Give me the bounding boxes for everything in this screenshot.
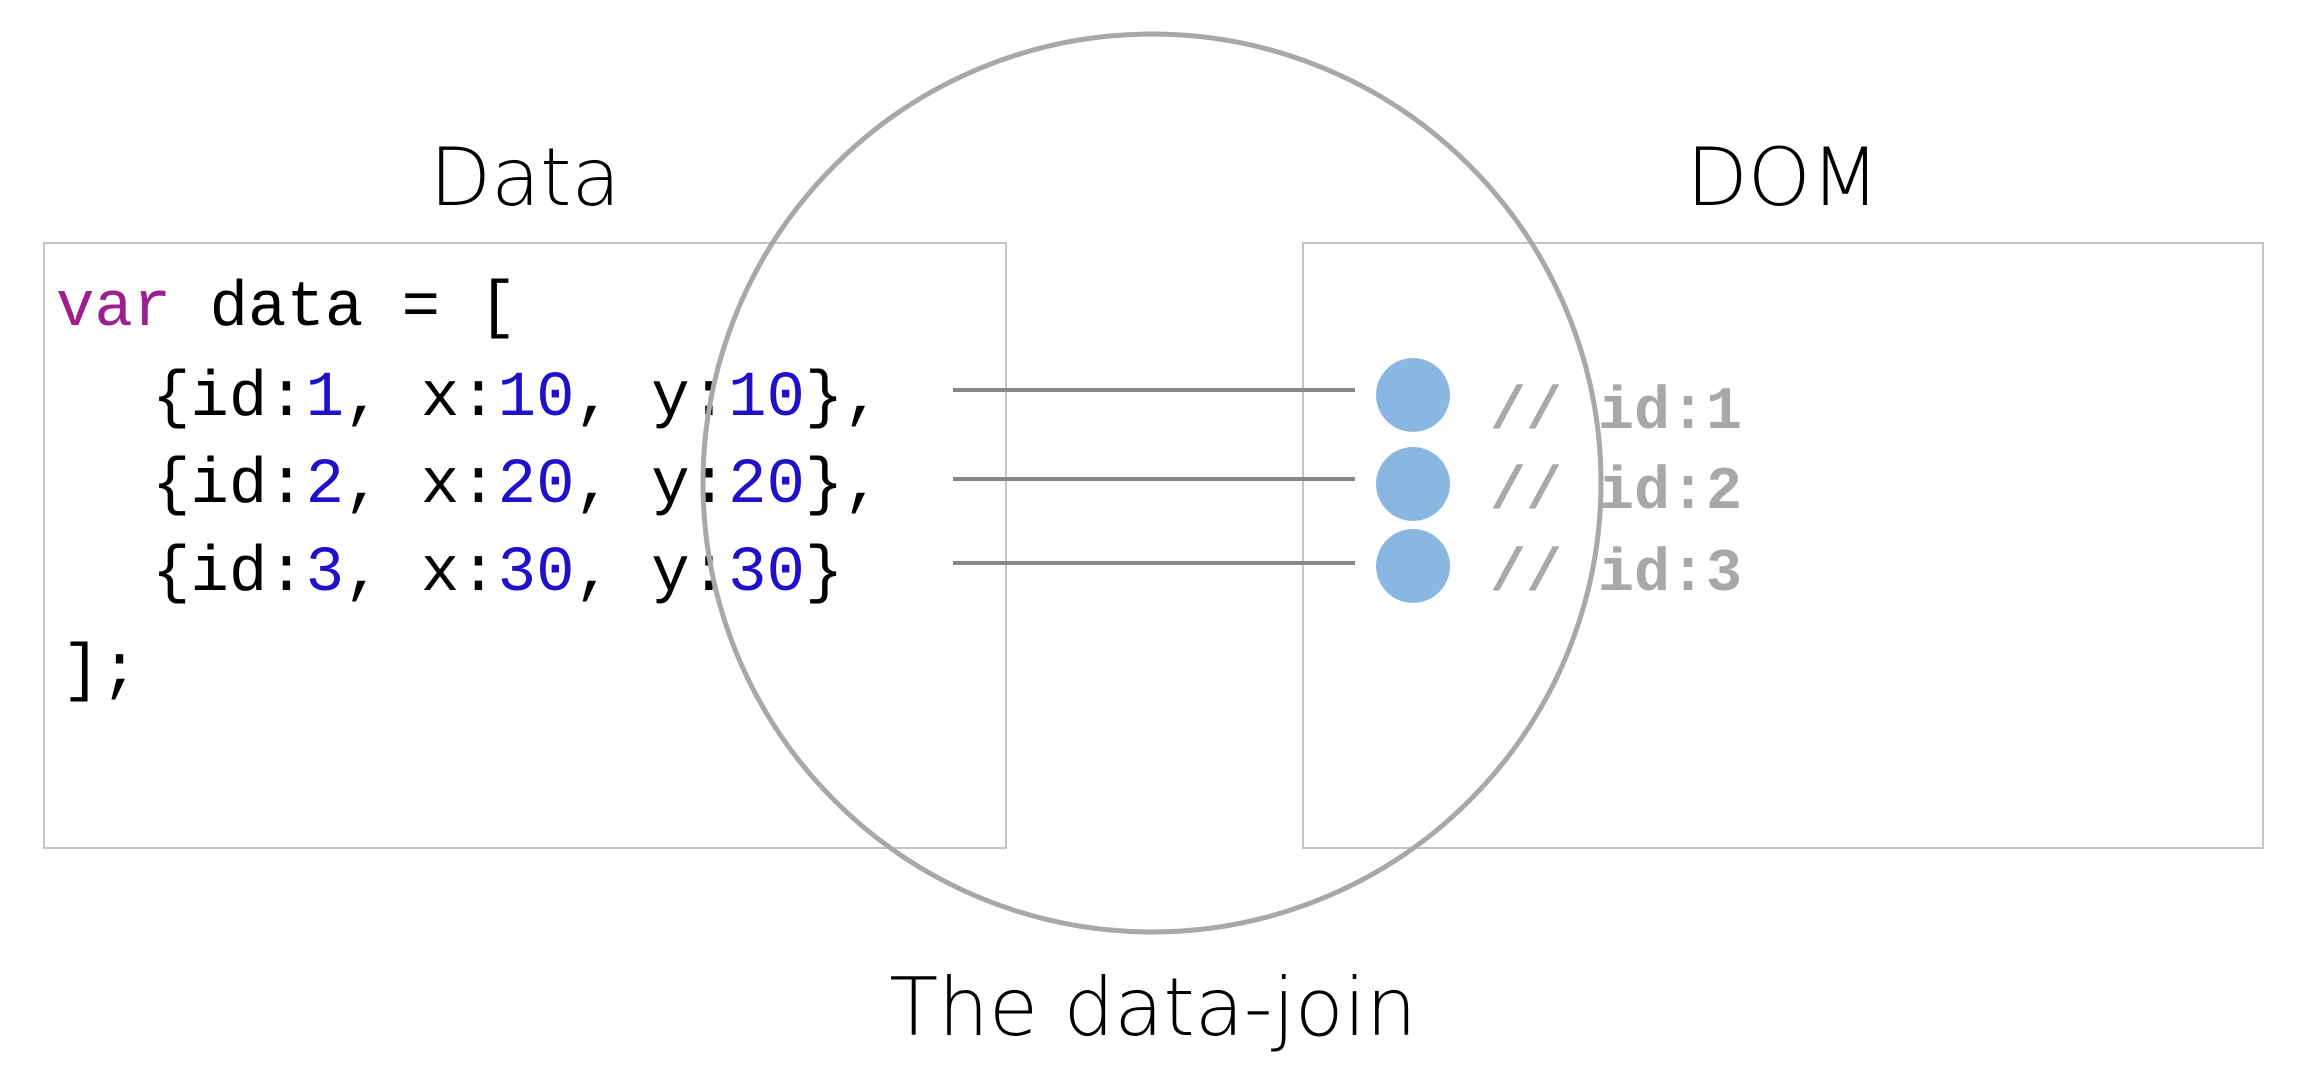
dom-circle-3 xyxy=(1376,529,1450,603)
dom-box xyxy=(1302,242,2264,849)
dom-comment-3: // id:3 xyxy=(1490,541,1742,609)
item-2-end: }, xyxy=(805,450,882,522)
item-1-y: 10 xyxy=(728,363,805,435)
code-item-3: {id:3, x:30, y:30} xyxy=(152,538,843,610)
item-3-y: 30 xyxy=(728,538,805,610)
code-line-1-rest: data = [ xyxy=(171,273,517,345)
data-join-circle xyxy=(700,31,1604,935)
code-item-1: {id:1, x:10, y:10}, xyxy=(152,363,882,435)
item-3-id: 3 xyxy=(306,538,344,610)
dom-comment-2: // id:2 xyxy=(1490,459,1742,527)
item-1-end: }, xyxy=(805,363,882,435)
item-2-y: 20 xyxy=(728,450,805,522)
data-title: Data xyxy=(429,131,620,224)
item-3-x: 30 xyxy=(498,538,575,610)
code-item-2: {id:2, x:20, y:20}, xyxy=(152,450,882,522)
item-1-id: 1 xyxy=(306,363,344,435)
dom-comment-1: // id:1 xyxy=(1490,379,1742,447)
code-line-1: var data = [ xyxy=(56,273,517,345)
keyword-var: var xyxy=(56,273,171,345)
item-2-id: 2 xyxy=(306,450,344,522)
code-closing: ]; xyxy=(62,636,139,708)
data-box xyxy=(43,242,1007,849)
item-1-x: 10 xyxy=(498,363,575,435)
dom-circle-1 xyxy=(1376,358,1450,432)
item-3-end: } xyxy=(805,538,843,610)
dom-title: DOM xyxy=(1686,131,1880,224)
item-2-x: 20 xyxy=(498,450,575,522)
dom-circle-2 xyxy=(1376,447,1450,521)
join-title: The data-join xyxy=(889,961,1416,1054)
